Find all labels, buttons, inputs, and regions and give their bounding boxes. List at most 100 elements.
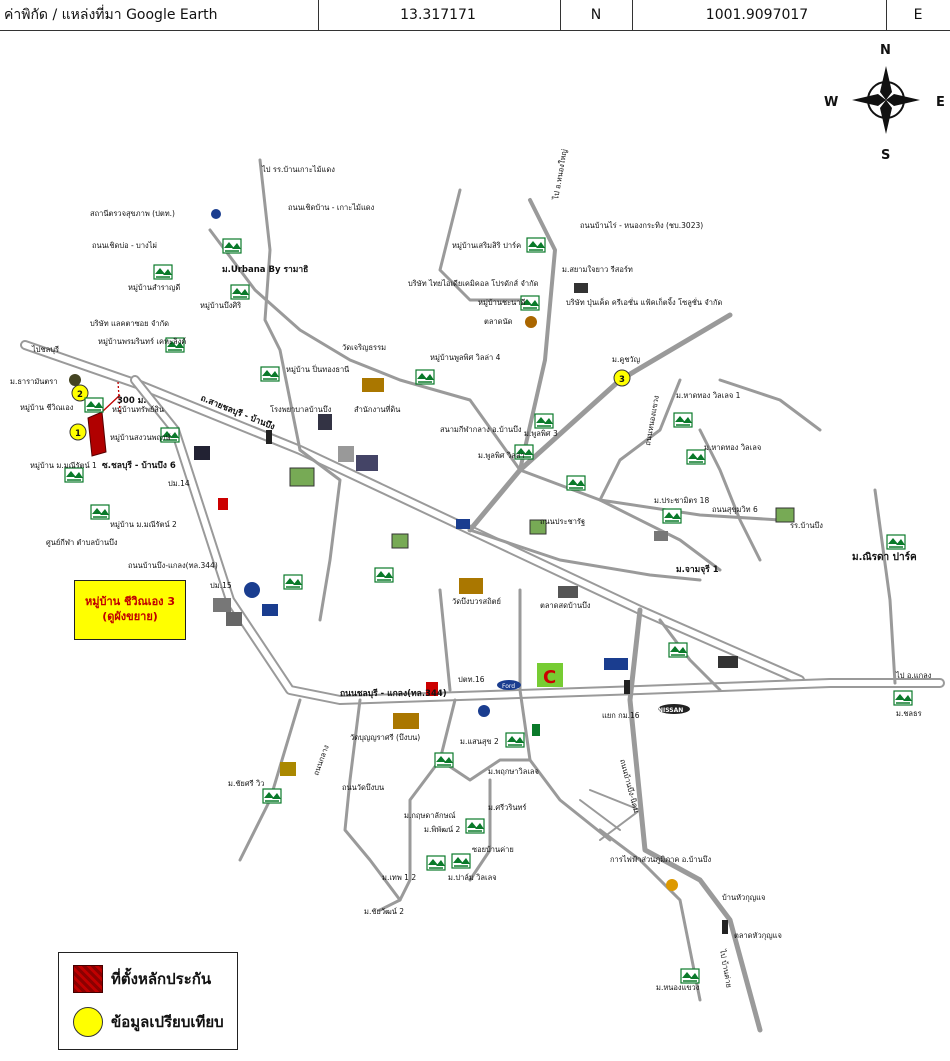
label: ถนนชลบุรี - แกลง(ทล.344) (340, 688, 447, 699)
label: ม.ณิรดา ปาร์ค (852, 551, 917, 563)
factory-icon (574, 283, 588, 293)
label: Ford (502, 683, 515, 690)
place-labels: ไป รร.บ้านเกาะไม้แดง ถนนเชิดบ้าน - เกาะไ… (10, 149, 932, 992)
label: แยก กม.16 (602, 711, 640, 720)
label: ม.แสนสุข 2 (460, 737, 499, 746)
label: ม.ชลธร (896, 709, 922, 718)
hospital-icon (318, 414, 332, 430)
traffic-light-icon (266, 430, 272, 444)
label: หมู่บ้านเสริมสิริ ปาร์ค (452, 241, 521, 250)
big-c-letter: C (543, 667, 556, 688)
label: ไป บ้านค่าย (718, 948, 734, 989)
school-icon-4 (529, 519, 547, 535)
label: ม.ชัยวัฒน์ 2 (364, 907, 404, 916)
marker-1: 1 (69, 423, 87, 441)
latitude-value: 13.317171 (400, 7, 476, 23)
big-c-icon (537, 663, 563, 687)
compass-west: W (824, 95, 838, 110)
label: ม.หนองแขวง (656, 983, 700, 992)
seven-eleven-icon (532, 724, 540, 736)
label: ถนนเชิดบ้าน - เกาะไม้แดง (288, 203, 375, 212)
gas-station-icon-2 (478, 705, 490, 717)
electric-icon (654, 531, 668, 541)
label: ปม.14 (168, 479, 190, 488)
callout-subtitle: (ดูผังขยาย) (102, 610, 158, 623)
header-divider (318, 0, 319, 30)
label: ตลาดสดบ้านบึง (540, 601, 591, 610)
yellow-circle-swatch-icon (73, 1007, 103, 1037)
stadium-icon (338, 446, 354, 462)
marker-3-number: 3 (619, 375, 625, 385)
label: ม.จามจุรี 1 (676, 564, 719, 575)
landmark-icons: C (69, 209, 795, 934)
label: วัดเจริญธรรม (342, 343, 386, 352)
map-legend: ที่ตั้งหลักประกัน ข้อมูลเปรียบเทียบ (58, 952, 238, 1050)
label: หมู่บ้านชะนาดี (478, 298, 525, 307)
ford-logo-icon (497, 680, 521, 690)
label: หมู่บ้านพรมรินทร์ เคหะลิงค์ (98, 337, 186, 346)
label: บ้านหัวกุญแจ (722, 893, 765, 902)
coffee-icon (69, 374, 81, 386)
label: หมู่บ้านทรัพย์สิน (112, 405, 164, 414)
legend-compare-label: ข้อมูลเปรียบเทียบ (111, 1013, 224, 1031)
label: สำนักงานที่ดิน (354, 404, 400, 414)
label: หมู่บ้าน ปิ่นทองธานี (286, 364, 349, 374)
subject-village-callout: หมู่บ้าน ชีวิณเอง 3 (ดูผังขยาย) (74, 580, 186, 640)
header-divider (560, 0, 561, 30)
coordinate-header: ค่าพิกัด / แหล่งที่มา Google Earth 13.31… (0, 0, 950, 31)
shop-icon (718, 656, 738, 668)
label: ม.ปาล์ม วิลเลจ (448, 873, 497, 882)
marker-2-number: 2 (77, 390, 83, 400)
school-icon-3 (391, 533, 409, 549)
ptt-sign-icon (426, 682, 438, 696)
label: ถนนบ้านไร่ - หนองกระทิง (ชบ.3023) (580, 221, 703, 230)
office-icon (356, 455, 378, 471)
label: ม.หาดทอง วิลเลจ (704, 443, 761, 452)
label: การไฟฟ้าส่วนภูมิภาค อ.บ้านบึง (610, 855, 711, 864)
distance-label: 300 ม. (117, 396, 147, 406)
label: หมู่บ้านบึงศิริ (200, 301, 241, 310)
label: สนามกีฬากลาง อ.บ้านบึง (440, 425, 522, 434)
header-divider (886, 0, 887, 30)
label: ม.ชัยศรี วิว (228, 779, 264, 788)
tesco-icon (604, 658, 628, 670)
label: ตลาดนัด (484, 317, 513, 326)
label: ถนนกลาง (311, 743, 330, 776)
label: สถานีตรวจสุขภาพ (ปตท.) (90, 209, 175, 218)
label: ม.พูลพิศ วิลล่า (478, 451, 525, 460)
location-map: N S E W 300 ม. 1 2 3 (10, 43, 945, 1033)
header-divider (632, 0, 633, 30)
electric-office-icon (666, 879, 678, 891)
label: NISSAN (658, 707, 683, 714)
label: ถนนประชารัฐ (540, 517, 585, 526)
temple-icon-2 (459, 578, 483, 594)
lab-icon (226, 612, 242, 626)
label: ซ.ชลบุรี - บ้านบึง 6 (102, 460, 176, 471)
label: รร.บ้านบึง (790, 521, 823, 530)
compass-south: S (881, 148, 890, 163)
label: วัดบุญญราศรี (บึงบน) (350, 733, 420, 742)
label: ม.ประชามิตร 18 (654, 496, 709, 505)
legend-compare: ข้อมูลเปรียบเทียบ (73, 1007, 224, 1037)
compass-rose-icon (852, 66, 920, 134)
longitude-direction: E (913, 7, 923, 23)
label: บริษัท แลคตาซอย จำกัด (90, 319, 169, 328)
label: ม.คูชวัญ (612, 355, 640, 364)
label: ถนนวัดบึงบน (342, 783, 384, 792)
temple-icon-3 (393, 713, 419, 729)
traffic-light-icon-3 (722, 920, 728, 934)
label: หมู่บ้านสงวนพฤกษ์ (110, 433, 171, 442)
label: ม.กฤษดาลักษณ์ (404, 811, 456, 820)
police-icon (280, 762, 296, 776)
legend-subject: ที่ตั้งหลักประกัน (73, 965, 211, 993)
label: ปม.15 (210, 581, 232, 590)
label: ม.ธารามันตรา (10, 377, 58, 386)
market-icon (558, 586, 578, 598)
red-hatch-swatch-icon (73, 965, 103, 993)
label: ไป อ.แกลง (895, 671, 932, 680)
lotus-icon (456, 519, 470, 529)
callout-title: หมู่บ้าน ชีวิณเอง 3 (84, 595, 176, 609)
longitude-value: 1001.9097017 (705, 7, 809, 23)
label: หมู่บ้าน ชีวิณเอง (20, 403, 74, 412)
ptt-sign-icon-2 (218, 498, 228, 510)
